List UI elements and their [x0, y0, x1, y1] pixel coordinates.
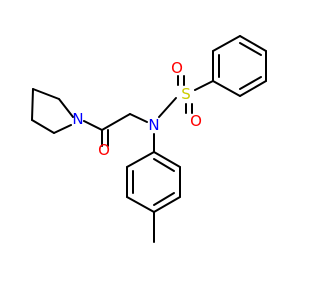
carbonyl-oxygen-label: O	[98, 141, 110, 159]
amide-linker	[83, 113, 148, 147]
phenyl-ring	[212, 35, 267, 97]
sulfur-label: S	[181, 85, 191, 103]
sulfonyl-oxygen-bottom-label: O	[190, 112, 202, 130]
pyrrolidine-ring	[31, 88, 74, 134]
tolyl-ring	[126, 133, 181, 213]
structure-canvas: N O N S O O	[31, 35, 267, 243]
sulfonyl-group	[158, 75, 214, 118]
sulfonyl-oxygen-top-label: O	[171, 59, 183, 77]
ring-nitrogen-label: N	[72, 110, 83, 128]
sulfonamide-nitrogen-label: N	[148, 116, 159, 134]
molecule-structure: N O N S O O	[31, 35, 267, 243]
